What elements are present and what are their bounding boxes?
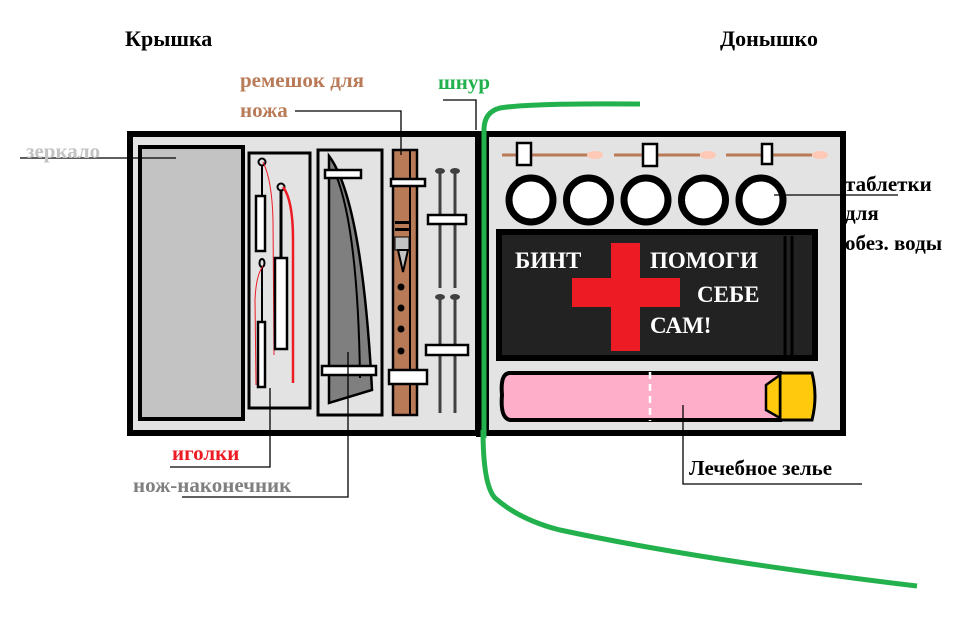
tablets-label-line3: обез. воды <box>845 231 943 255</box>
bandage-text-line1: ПОМОГИ <box>650 248 758 273</box>
bandage-text-left: БИНТ <box>515 248 582 273</box>
pins <box>424 168 470 413</box>
tablet-icon <box>735 174 787 226</box>
tablets-label-line1: таблетки <box>845 172 932 196</box>
tablets-label-line2: для <box>845 201 879 225</box>
bandage-text-line2: СЕБЕ <box>697 282 760 307</box>
knife-tip-label: нож-наконечник <box>133 473 292 497</box>
lid-title: Крышка <box>125 26 213 51</box>
knife-leader <box>182 352 349 498</box>
needles-label: иголки <box>172 441 240 465</box>
cord-top <box>481 101 641 439</box>
needle-icon <box>273 182 295 383</box>
potion-leader <box>682 405 862 485</box>
tablets <box>505 174 787 226</box>
mirror <box>138 145 245 421</box>
potion-label: Лечебное зелье <box>689 456 833 480</box>
needles-leader <box>170 388 271 468</box>
cord-leader <box>443 99 477 130</box>
tablet-rods <box>502 141 828 168</box>
tablet-icon <box>505 174 557 226</box>
needle-icon <box>254 157 275 356</box>
bandage <box>496 229 818 361</box>
mirror-label: зеркало <box>26 139 101 163</box>
cord-bottom <box>480 429 918 589</box>
leader-lines <box>20 99 898 498</box>
tablet-icon <box>678 174 729 226</box>
wooden-whistle <box>387 148 429 417</box>
bandage-text-line3: САМ! <box>650 313 712 338</box>
healing-potion <box>499 371 817 422</box>
needles-compartment <box>247 151 312 410</box>
tablet-icon <box>620 174 672 226</box>
strap-label-line2: ножа <box>240 98 288 122</box>
cord-label: шнур <box>438 70 491 94</box>
tablet-icon <box>563 174 614 226</box>
knife-compartment <box>316 148 384 417</box>
knife-strap-bottom <box>320 364 378 377</box>
needle-icon <box>254 258 267 389</box>
strap-leader <box>295 110 402 155</box>
bottom-title: Донышко <box>720 26 818 51</box>
strap-label-line1: ремешок для <box>240 68 364 92</box>
knife-strap-top <box>323 168 363 180</box>
